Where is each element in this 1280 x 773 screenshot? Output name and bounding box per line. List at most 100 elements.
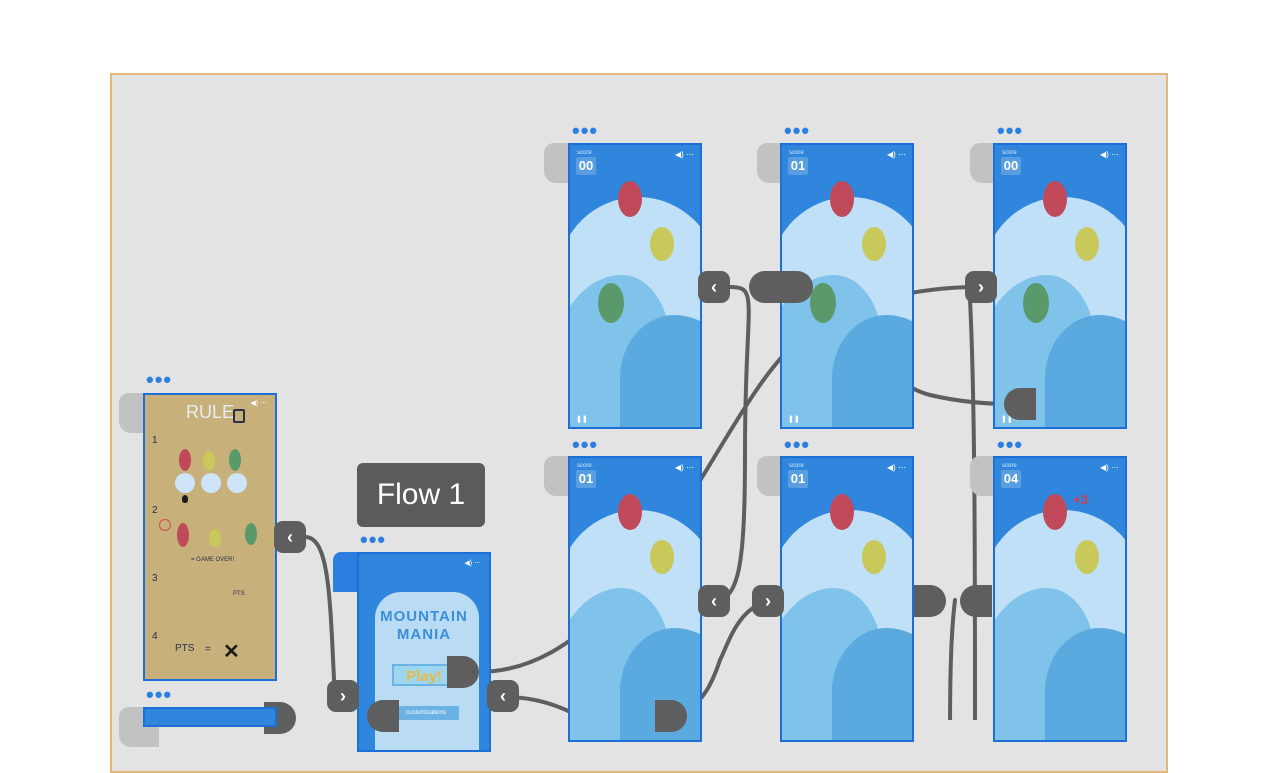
prohibited-icon: [159, 519, 171, 531]
more-options-icon[interactable]: •••: [146, 682, 173, 707]
score-label: score: [577, 463, 592, 469]
game-screen[interactable]: score 00 ◀) ⋯ ❚❚: [568, 143, 702, 429]
score-value: 00: [576, 157, 596, 175]
snowboarder-yellow: [650, 227, 674, 261]
score-label: score: [577, 150, 592, 156]
more-options-icon[interactable]: •••: [146, 367, 173, 392]
interaction-hotspot[interactable]: [960, 585, 992, 617]
speaker-icon: ◀) ⋯: [886, 150, 906, 159]
snowboarder-red: [1043, 494, 1067, 530]
speaker-icon: ◀) ⋯: [1099, 463, 1119, 472]
interaction-hotspot[interactable]: [447, 656, 479, 688]
interaction-hotspot[interactable]: [1004, 388, 1036, 420]
score-value: 04: [1001, 470, 1021, 488]
snowboarder-yellow: [1075, 540, 1099, 574]
score-value: 00: [1001, 157, 1021, 175]
forward-connector-button[interactable]: ›: [965, 271, 997, 303]
score-label: score: [789, 463, 804, 469]
snowboarder-green: [810, 283, 836, 323]
frame-tab-selected: [333, 552, 359, 592]
game-title: MOUNTAIN MANIA: [359, 608, 489, 644]
snowboarder-yellow: [650, 540, 674, 574]
pointer-hand-icon: [182, 495, 188, 503]
more-options-icon[interactable]: •••: [997, 432, 1024, 457]
rule-screen[interactable]: RULE ◀) ⋯ 1 2 = GAME OVER! 3 PTS 4 PTS =…: [143, 393, 277, 681]
wire-screen1-back: [713, 285, 751, 602]
pause-icon[interactable]: ❚❚: [788, 416, 800, 423]
wire-vertical-2: [948, 598, 957, 720]
game-screen[interactable]: score 01 ◀) ⋯: [568, 456, 702, 742]
speaker-icon: ◀) ⋯: [464, 560, 481, 567]
points-popup: +3: [1073, 492, 1088, 507]
game-title-line-2: MANIA: [396, 626, 452, 643]
rule-step-number: 4: [152, 631, 158, 642]
pause-icon[interactable]: ❚❚: [576, 416, 588, 423]
interaction-hotspot[interactable]: [655, 700, 687, 732]
snowboarder-red: [1043, 181, 1067, 217]
wire-rule-to-title: [303, 535, 337, 702]
back-connector-button[interactable]: ‹: [274, 521, 306, 553]
snowboarder-yellow: [1075, 227, 1099, 261]
rule-step-number: 1: [152, 435, 158, 446]
speaker-icon: ◀) ⋯: [674, 150, 694, 159]
game-over-text: = GAME OVER!: [191, 557, 235, 563]
game-title-line-1: MOUNTAIN: [380, 608, 468, 625]
snowball-icon: [227, 473, 247, 493]
more-options-icon[interactable]: •••: [572, 118, 599, 143]
back-connector-button[interactable]: ‹: [698, 271, 730, 303]
score-label: score: [1002, 463, 1017, 469]
speaker-icon: ◀) ⋯: [1099, 150, 1119, 159]
snowboarder-yellow: [862, 227, 886, 261]
game-screen[interactable]: score 04 ◀) ⋯ +3: [993, 456, 1127, 742]
rule-title: RULE: [185, 402, 234, 422]
snowball-icon: [201, 473, 221, 493]
more-options-icon[interactable]: •••: [997, 118, 1024, 143]
game-screen-partial[interactable]: [143, 707, 277, 727]
score-label: score: [789, 150, 804, 156]
snowboarder-green-icon: [229, 449, 241, 471]
tools-icon: ✕: [223, 641, 240, 663]
snowboarder-green-icon: [245, 523, 257, 545]
rule-step-number: 3: [152, 573, 158, 584]
snowboarder-red-icon: [177, 523, 189, 547]
clipboard-icon: [233, 409, 245, 423]
speaker-icon: ◀) ⋯: [674, 463, 694, 472]
pause-icon[interactable]: ❚❚: [1001, 416, 1013, 423]
snowball-icon: [175, 473, 195, 493]
more-options-icon[interactable]: •••: [784, 432, 811, 457]
interaction-hotspot[interactable]: [367, 700, 399, 732]
pts-label: PTS: [175, 643, 195, 654]
more-options-icon[interactable]: •••: [360, 527, 387, 552]
snowboarder-red-icon: [179, 449, 191, 471]
game-screen[interactable]: score 01 ◀) ⋯: [780, 456, 914, 742]
snowboarder-green: [598, 283, 624, 323]
snowboarder-red: [830, 181, 854, 217]
more-options-icon[interactable]: •••: [572, 432, 599, 457]
game-screen[interactable]: score 00 ◀) ⋯ ❚❚: [993, 143, 1127, 429]
customizations-button[interactable]: customizations: [393, 706, 459, 720]
forward-connector-button[interactable]: ›: [327, 680, 359, 712]
equals-sign: =: [205, 644, 211, 655]
more-options-icon[interactable]: •••: [784, 118, 811, 143]
speaker-icon: ◀) ⋯: [886, 463, 906, 472]
snowboarder-red: [830, 494, 854, 530]
back-connector-button[interactable]: ‹: [698, 585, 730, 617]
rule-step-number: 2: [152, 505, 158, 516]
snowboarder-red: [618, 181, 642, 217]
score-value: 01: [788, 157, 808, 175]
score-label: score: [1002, 150, 1017, 156]
flow-label[interactable]: Flow 1: [357, 463, 485, 527]
snowboarder-green: [1023, 283, 1049, 323]
interaction-hotspot[interactable]: [781, 271, 813, 303]
speaker-icon: ◀) ⋯: [250, 400, 267, 407]
score-value: 01: [576, 470, 596, 488]
score-value: 01: [788, 470, 808, 488]
pts-small-label: PTS: [233, 591, 245, 597]
snowboarder-red: [618, 494, 642, 530]
forward-connector-button[interactable]: ›: [752, 585, 784, 617]
back-connector-button[interactable]: ‹: [487, 680, 519, 712]
interaction-hotspot[interactable]: [749, 271, 781, 303]
interaction-hotspot[interactable]: [914, 585, 946, 617]
snowboarder-yellow-icon: [209, 529, 221, 547]
wire-vertical-1: [968, 298, 977, 720]
